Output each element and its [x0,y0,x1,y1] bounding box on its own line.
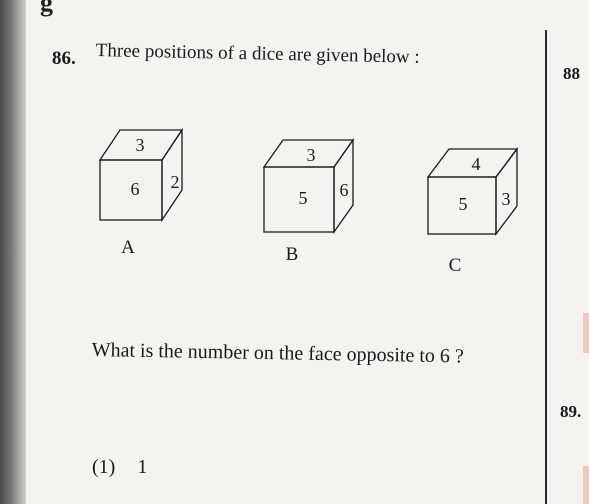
dice-a-front-number: 6 [131,179,140,199]
margin-mark [583,466,589,504]
dice-c-side-face [495,147,518,236]
dice-c-label: C [449,255,462,276]
next-question-number-top: 88 [563,64,580,83]
answer-option-1[interactable]: (1) 1 [92,456,147,479]
dice-b-side-number: 6 [340,180,349,200]
question-number: 86. [52,48,76,69]
dice-c-side-number: 3 [502,189,511,209]
dice-b-label: B [286,244,299,265]
dice-c-top-number: 4 [472,154,481,174]
page-binding-shadow [0,0,26,504]
option-value: 1 [137,456,148,478]
dice-b [262,137,355,235]
dice-a [98,127,184,223]
option-label: (1) [92,456,116,478]
previous-text-fragment: g [40,0,53,17]
dice-a-top-number: 3 [136,135,145,155]
margin-mark [583,313,589,353]
dice-a-side-number: 2 [171,172,180,192]
column-divider [545,30,547,504]
next-question-number-bottom: 89. [560,402,582,421]
dice-b-top-number: 3 [307,145,316,165]
dice-c-front-number: 5 [459,194,468,214]
dice-a-label: A [121,237,135,258]
dice-b-side-face [333,137,354,235]
dice-b-front-number: 5 [299,188,308,208]
dice-a-side-face [161,127,183,223]
dice-c [426,147,519,236]
